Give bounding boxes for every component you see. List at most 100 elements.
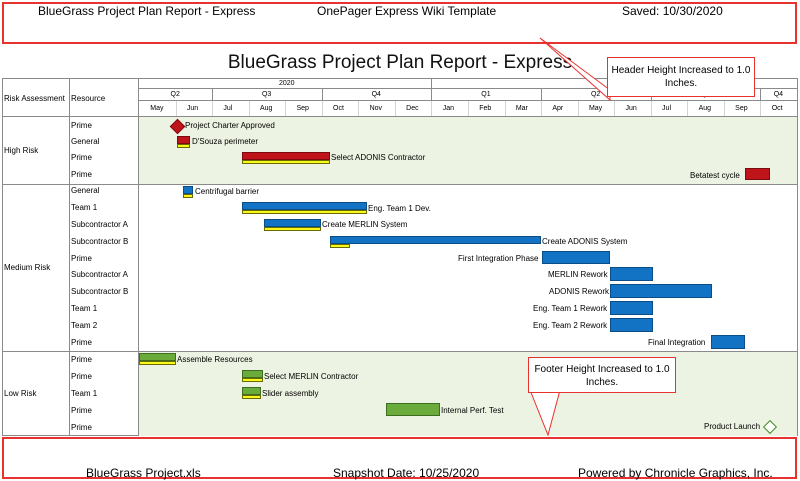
month-divider [650,101,652,116]
month-label: Aug [698,105,712,112]
month-label: Oct [771,105,783,112]
risk-group-medium: Medium Risk [4,263,51,272]
header-callout-text: Header Height Increased to 1.0 Inches. [611,65,751,89]
footer-height-callout: Footer Height Increased to 1.0 Inches. [528,357,676,393]
resource-label: Prime [71,355,92,364]
task-label: D'Souza perimeter [192,137,258,146]
task-bar[interactable] [242,387,261,395]
month-divider [321,101,323,116]
task-bar[interactable] [330,236,541,244]
quarter-divider [321,89,323,100]
resource-label: General [71,186,100,195]
divider [138,100,797,101]
resource-label: General [71,137,100,146]
month-label: May [588,105,603,112]
resource-label: Team 1 [71,389,98,398]
resource-label: Subcontractor A [71,270,128,279]
month-divider [394,101,396,116]
month-label: Sep [296,105,309,112]
progress-bar [242,395,261,399]
task-label: Centrifugal barrier [195,187,260,196]
task-bar[interactable] [242,152,330,160]
task-label: Assemble Resources [177,355,253,364]
header-height-callout: Header Height Increased to 1.0 Inches. [607,57,755,97]
quarter-label: Q4 [371,91,381,98]
task-bar[interactable] [610,267,653,281]
task-bar[interactable] [139,353,176,361]
month-label: Nov [369,105,383,112]
task-bar[interactable] [183,186,193,194]
footer-left-text: BlueGrass Project.xls [86,466,201,480]
resource-label: Prime [71,254,92,263]
month-divider [687,101,689,116]
footer-right-text: Powered by Chronicle Graphics, Inc. [578,466,773,480]
task-label: Eng. Team 2 Rework [533,321,608,330]
task-bar[interactable] [542,251,610,264]
month-divider [614,101,616,116]
task-bar[interactable] [610,284,712,298]
task-bar[interactable] [177,136,190,144]
month-label: Jul [662,105,671,112]
task-bar[interactable] [386,403,440,416]
header-center-text: OnePager Express Wiki Template [317,4,497,18]
task-label: Select ADONIS Contractor [331,153,426,162]
progress-bar [264,227,321,231]
month-divider [723,101,725,116]
task-label: ADONIS Rework [549,287,610,296]
resource-label: Prime [71,338,92,347]
progress-bar [242,210,367,214]
task-label: Product Launch [704,422,761,431]
report-header [2,2,797,44]
divider [3,116,797,117]
task-bar[interactable] [264,219,321,227]
month-label: Dec [406,105,419,112]
month-divider [504,101,506,116]
month-label: Apr [552,105,564,112]
divider [138,79,139,436]
month-label: May [150,105,164,112]
task-bar[interactable] [711,335,745,349]
month-label: Sep [735,105,748,112]
footer-callout-pointer [529,389,561,437]
year-label: 2020 [279,80,295,87]
month-label: Jul [223,105,233,112]
month-divider [468,101,469,116]
month-divider [212,101,214,116]
header-callout-pointer [539,37,611,102]
task-bar[interactable] [242,370,263,378]
risk-group-high: High Risk [4,146,39,155]
month-label: Feb [479,105,492,112]
resource-label: Prime [71,423,92,432]
task-bar[interactable] [610,318,653,332]
resource-label: Prime [71,406,92,415]
month-divider [577,101,579,116]
resource-label: Subcontractor B [71,237,129,246]
task-label: Create ADONIS System [542,237,628,246]
task-label: Final Integration [648,338,706,347]
year-divider [431,79,433,89]
task-bar[interactable] [745,168,770,180]
month-divider [541,101,543,116]
divider [138,88,797,89]
month-divider [431,101,433,116]
resource-label: Prime [71,121,92,130]
task-label: Create MERLIN System [322,220,408,229]
task-label: Select MERLIN Contractor [264,372,359,381]
resource-label: Subcontractor A [71,220,128,229]
task-bar[interactable] [610,301,653,315]
month-divider [760,101,762,116]
header-left-text: BlueGrass Project Plan Report - Express [38,4,256,18]
task-label: Eng. Team 1 Dev. [368,204,431,213]
task-label: Project Charter Approved [185,121,275,130]
risk-group-low: Low Risk [4,389,37,398]
task-label: Eng. Team 1 Rework [533,304,608,313]
month-label: Aug [259,105,273,112]
quarter-divider [212,89,214,100]
resource-label: Prime [71,372,92,381]
task-label: First Integration Phase [458,254,539,263]
task-bar[interactable] [242,202,367,210]
quarter-divider [541,89,543,100]
divider [3,351,797,352]
resource-label: Team 1 [71,203,98,212]
page-title: BlueGrass Project Plan Report - Express [227,52,573,73]
